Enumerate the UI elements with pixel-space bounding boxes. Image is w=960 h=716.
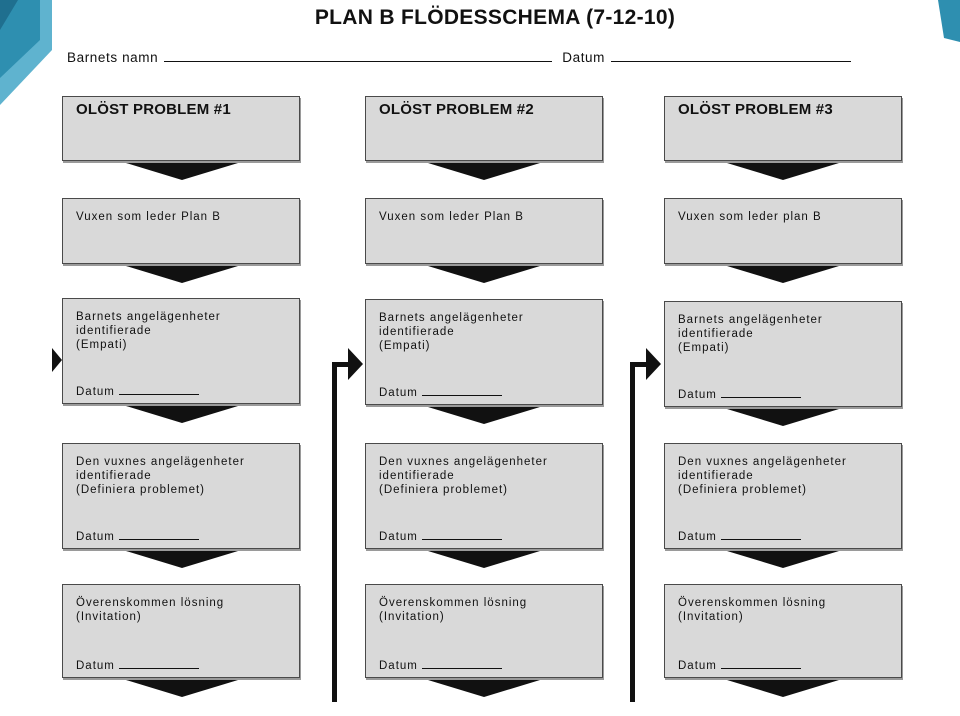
problem-title: OLÖST PROBLEM #1 xyxy=(76,101,231,118)
feed-line-horizontal-2 xyxy=(332,362,350,367)
flow-arrow xyxy=(126,266,238,283)
solution-box-3: Överenskommen lösning (Invitation) Datum xyxy=(664,584,902,678)
feed-arrow-head-2 xyxy=(348,348,363,380)
adult-concerns-box-1: Den vuxnes angelägenheter identifierade … xyxy=(62,443,300,549)
feed-line-vertical-2 xyxy=(332,362,337,702)
solution-text: Överenskommen lösning (Invitation) xyxy=(76,597,225,623)
flow-arrow xyxy=(428,407,540,424)
decorative-corner-right xyxy=(938,0,960,42)
decorative-corner-left xyxy=(0,0,52,105)
page-title: PLAN B FLÖDESSCHEMA (7-12-10) xyxy=(314,6,676,29)
flow-arrow xyxy=(727,163,839,180)
feed-arrow-head-3 xyxy=(646,348,661,380)
problem-box-1: OLÖST PROBLEM #1 xyxy=(62,96,300,161)
date-field: Datum xyxy=(379,529,502,543)
date-field: Datum xyxy=(379,385,502,399)
flow-arrow xyxy=(428,680,540,697)
flow-arrow xyxy=(126,551,238,568)
problem-box-3: OLÖST PROBLEM #3 xyxy=(664,96,902,161)
flow-arrow xyxy=(428,551,540,568)
adult-concerns-box-3: Den vuxnes angelägenheter identifierade … xyxy=(664,443,902,549)
date-field: Datum xyxy=(76,384,199,398)
child-concerns-text: Barnets angelägenheter identifierade (Em… xyxy=(678,314,823,354)
child-concerns-box-1: Barnets angelägenheter identifierade (Em… xyxy=(62,298,300,404)
flow-arrow xyxy=(126,680,238,697)
adult-lead-text: Vuxen som leder plan B xyxy=(678,211,822,223)
flow-arrow xyxy=(126,406,238,423)
child-name-label: Barnets namn xyxy=(67,50,159,65)
flow-arrow xyxy=(727,551,839,568)
date-field: Datum xyxy=(379,658,502,672)
adult-lead-box-1: Vuxen som leder Plan B xyxy=(62,198,300,264)
solution-text: Överenskommen lösning (Invitation) xyxy=(379,597,528,623)
child-concerns-text: Barnets angelägenheter identifierade (Em… xyxy=(379,312,524,352)
flow-arrow xyxy=(428,163,540,180)
date-field: Datum xyxy=(678,387,801,401)
date-field: Datum xyxy=(76,529,199,543)
solution-text: Överenskommen lösning (Invitation) xyxy=(678,597,827,623)
child-name-line xyxy=(164,49,553,62)
adult-concerns-text: Den vuxnes angelägenheter identifierade … xyxy=(678,456,847,496)
header-date-label: Datum xyxy=(562,50,606,65)
solution-box-1: Överenskommen lösning (Invitation) Datum xyxy=(62,584,300,678)
child-concerns-box-3: Barnets angelägenheter identifierade (Em… xyxy=(664,301,902,407)
problem-title: OLÖST PROBLEM #2 xyxy=(379,101,534,118)
feed-arrow-head-1 xyxy=(52,348,62,372)
feed-line-vertical-3 xyxy=(630,362,635,702)
problem-title: OLÖST PROBLEM #3 xyxy=(678,101,833,118)
child-name-row: Barnets namn Datum xyxy=(67,49,852,65)
flow-arrow xyxy=(428,266,540,283)
adult-lead-text: Vuxen som leder Plan B xyxy=(76,211,221,223)
child-concerns-text: Barnets angelägenheter identifierade (Em… xyxy=(76,311,221,351)
adult-concerns-box-2: Den vuxnes angelägenheter identifierade … xyxy=(365,443,603,549)
date-field: Datum xyxy=(76,658,199,672)
adult-lead-text: Vuxen som leder Plan B xyxy=(379,211,524,223)
problem-box-2: OLÖST PROBLEM #2 xyxy=(365,96,603,161)
flow-arrow xyxy=(727,266,839,283)
flow-arrow xyxy=(727,409,839,426)
child-concerns-box-2: Barnets angelägenheter identifierade (Em… xyxy=(365,299,603,405)
adult-concerns-text: Den vuxnes angelägenheter identifierade … xyxy=(76,456,245,496)
flow-arrow xyxy=(727,680,839,697)
flow-arrow xyxy=(126,163,238,180)
adult-lead-box-3: Vuxen som leder plan B xyxy=(664,198,902,264)
date-field: Datum xyxy=(678,529,801,543)
solution-box-2: Överenskommen lösning (Invitation) Datum xyxy=(365,584,603,678)
date-field: Datum xyxy=(678,658,801,672)
adult-lead-box-2: Vuxen som leder Plan B xyxy=(365,198,603,264)
adult-concerns-text: Den vuxnes angelägenheter identifierade … xyxy=(379,456,548,496)
header-date-line xyxy=(611,49,852,62)
feed-line-horizontal-3 xyxy=(630,362,648,367)
